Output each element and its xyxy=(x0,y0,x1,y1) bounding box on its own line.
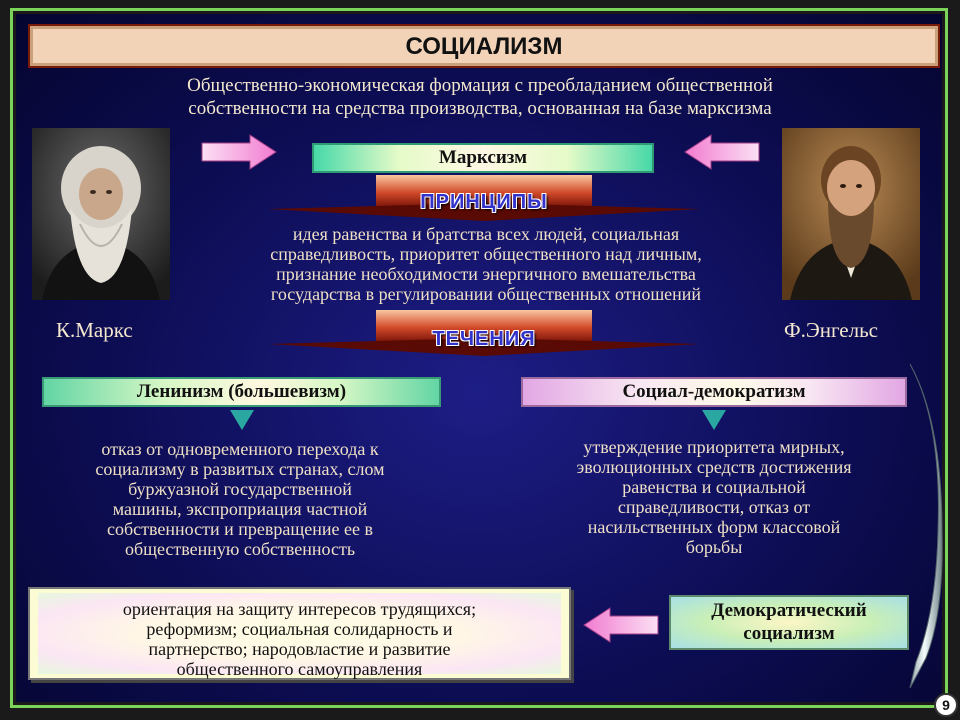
marxism-box: Марксизм xyxy=(312,143,654,173)
ribbon-banner-icon xyxy=(268,175,700,221)
leninism-line: общественную собственность xyxy=(124,539,356,559)
currents-label: ТЕЧЕНИЯ xyxy=(432,328,536,350)
leninism-line: буржуазной государственной xyxy=(128,479,352,499)
democratic-socialism-line: Демократический xyxy=(711,600,867,621)
page-number-badge: 9 xyxy=(934,693,958,717)
democratic-socialism-box: Демократический социализм xyxy=(669,595,909,650)
leninism-line: собственности и превращение ее в xyxy=(107,519,373,539)
title-bar: СОЦИАЛИЗМ xyxy=(28,24,940,68)
curved-arrow-icon xyxy=(909,363,943,689)
principles-line: государства в регулировании общественных… xyxy=(270,284,702,304)
leninism-line: отказ от одновременного перехода к xyxy=(101,439,379,459)
orientation-text: ориентация на защиту интересов трудящихс… xyxy=(38,599,561,679)
social-democracy-line: эволюционных средств достижения xyxy=(576,457,852,477)
definition-line: собственности на средства производства, … xyxy=(188,98,772,119)
arrow-left-icon xyxy=(684,134,760,170)
triangle-down-icon xyxy=(702,410,726,430)
social-democracy-line: равенства и социальной xyxy=(622,477,806,497)
principles-label: ПРИНЦИПЫ xyxy=(420,191,548,213)
social-democracy-description: утверждение приоритета мирных, эволюцион… xyxy=(520,437,908,557)
leninism-line: машины, экспроприация частной xyxy=(112,499,368,519)
orientation-line: партнерство; народовластие и развитие xyxy=(148,639,451,659)
leninism-line: социализму в развитых странах, слом xyxy=(95,459,385,479)
triangle-down-icon xyxy=(230,410,254,430)
engels-caption: Ф.Энгельс xyxy=(784,318,878,342)
currents-ribbon: ТЕЧЕНИЯ xyxy=(268,310,700,356)
slide-title: СОЦИАЛИЗМ xyxy=(405,33,563,60)
social-democracy-line: насильственных форм классовой xyxy=(587,517,841,537)
arrow-right-icon xyxy=(201,134,277,170)
social-democracy-line: справедливости, отказ от xyxy=(617,497,811,517)
principles-text: идея равенства и братства всех людей, со… xyxy=(196,224,776,304)
definition-text: Общественно-экономическая формация с пре… xyxy=(90,74,870,120)
leninism-box: Ленинизм (большевизм) xyxy=(42,377,441,407)
social-democracy-line: борьбы xyxy=(685,537,743,557)
principles-line: идея равенства и братства всех людей, со… xyxy=(292,224,680,244)
orientation-line: общественного самоуправления xyxy=(176,659,423,679)
ribbon-banner-icon xyxy=(268,310,700,356)
definition-line: Общественно-экономическая формация с пре… xyxy=(187,75,773,96)
principles-line: признание необходимости энергичного вмеш… xyxy=(276,264,696,284)
principles-ribbon: ПРИНЦИПЫ xyxy=(268,175,700,221)
orientation-line: ориентация на защиту интересов трудящихс… xyxy=(122,599,477,619)
engels-portrait xyxy=(782,128,920,300)
marx-caption: К.Маркс xyxy=(56,318,133,342)
social-democracy-line: утверждение приоритета мирных, xyxy=(583,437,845,457)
orientation-inner: ориентация на защиту интересов трудящихс… xyxy=(38,593,561,679)
democratic-socialism-line: социализм xyxy=(743,623,835,644)
social-democracy-box: Социал-демократизм xyxy=(521,377,907,407)
orientation-box: ориентация на защиту интересов трудящихс… xyxy=(28,587,571,680)
orientation-line: реформизм; социальная солидарность и xyxy=(146,619,453,639)
principles-line: справедливость, приоритет общественного … xyxy=(270,244,702,264)
slide-border xyxy=(10,8,948,708)
arrow-left-icon xyxy=(583,607,659,643)
marx-portrait xyxy=(32,128,170,300)
leninism-description: отказ от одновременного перехода к социа… xyxy=(40,439,440,559)
